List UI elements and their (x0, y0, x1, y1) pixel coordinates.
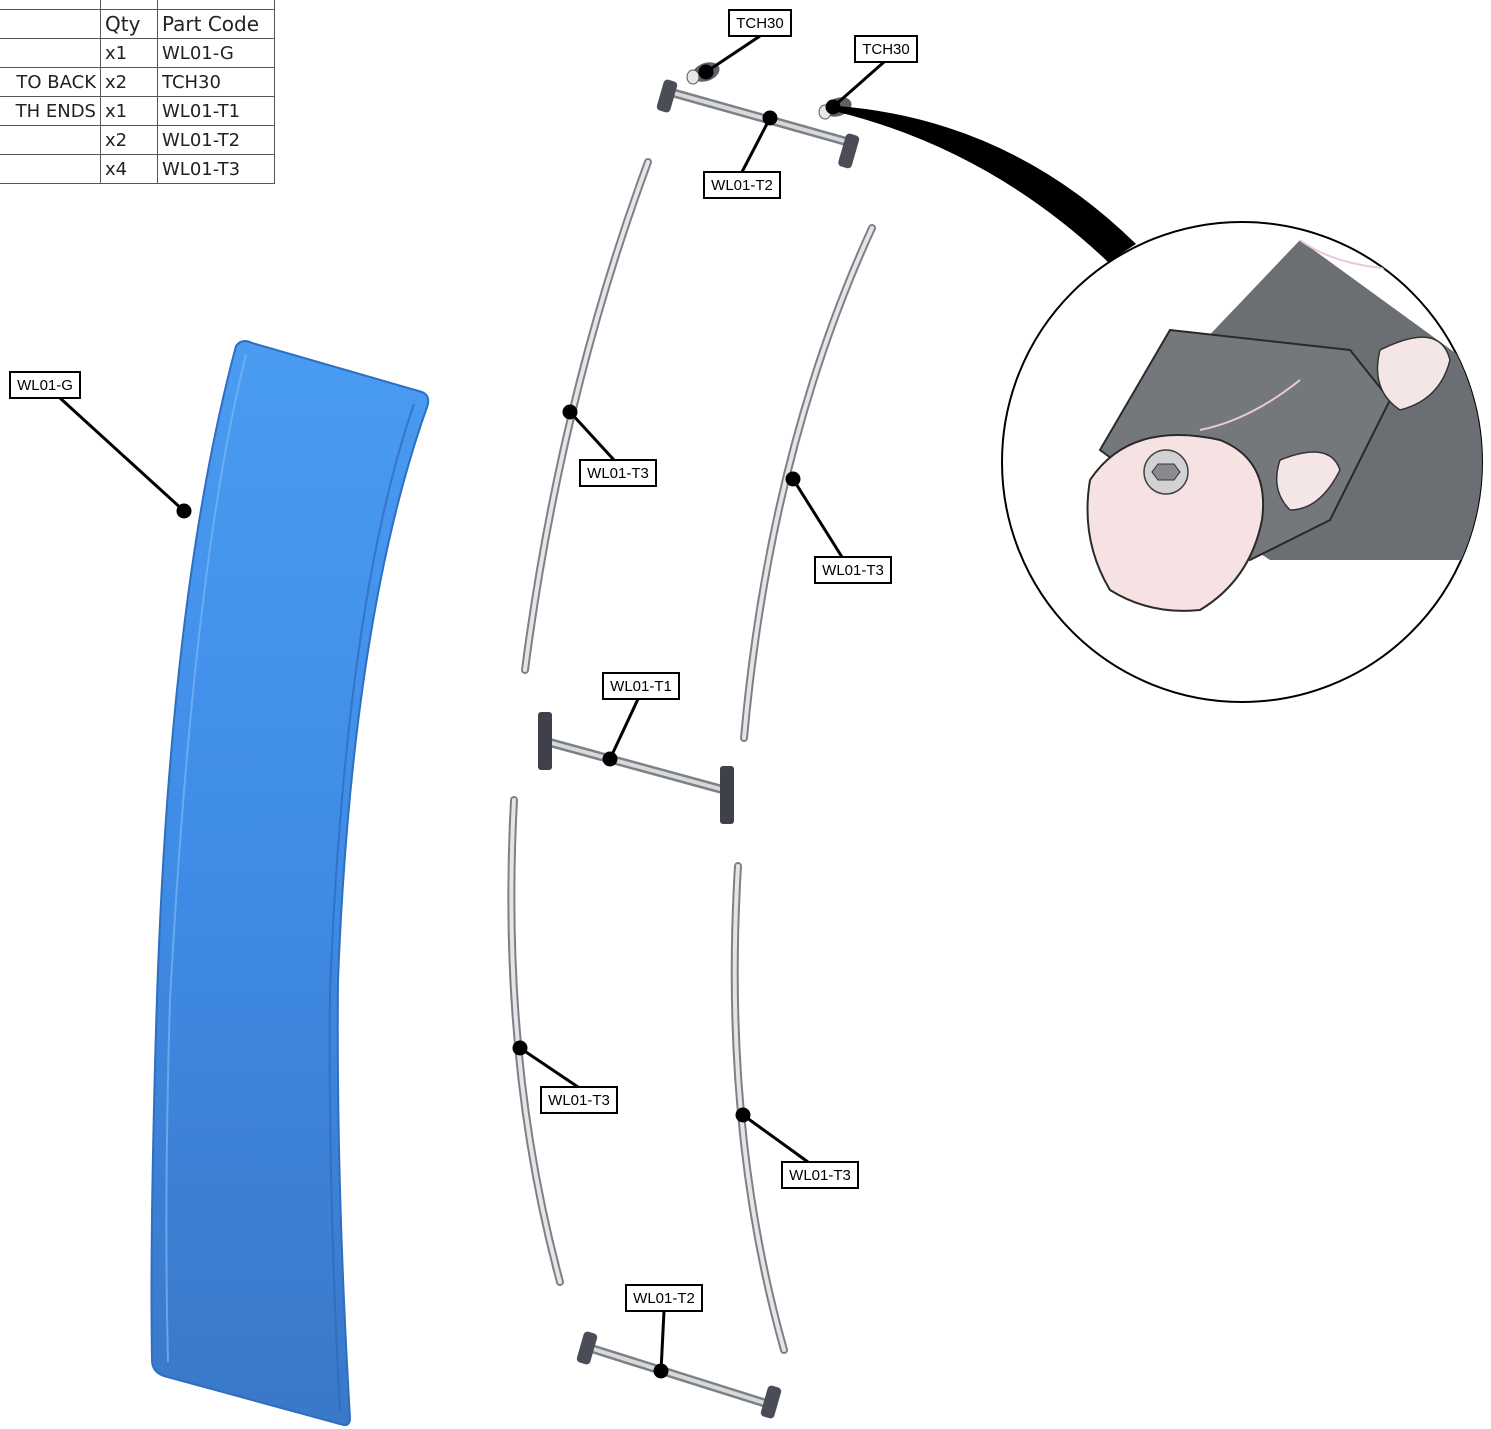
leader-dot (176, 503, 192, 519)
leader-dot (512, 1040, 528, 1056)
detail-cutout (1376, 336, 1451, 411)
leader-dot (825, 99, 841, 115)
leader-dot (762, 110, 778, 126)
callout-wl01-t3-lower-right: WL01-T3 (789, 1167, 851, 1184)
leader-lines (58, 34, 885, 1379)
callout-tch30-left: TCH30 (736, 15, 784, 32)
row-description: TO BACK (0, 67, 101, 97)
table-row: x2 WL01-T2 (0, 125, 275, 155)
row-part-code: WL01-T3 (157, 154, 275, 184)
detail-edge-line (1199, 379, 1301, 431)
row-qty: x2 (100, 125, 158, 155)
table-row: x1 WL01-G (0, 38, 275, 68)
tube-t3-upper-left (521, 158, 652, 674)
table-row: TO BACK x2 TCH30 (0, 67, 275, 97)
graphic-panel-seam (328, 403, 415, 1413)
row-description: TH ENDS (0, 96, 101, 126)
callout-wl01-t2-top: WL01-T2 (711, 177, 773, 194)
leader-dot (653, 1363, 669, 1379)
callout-labels: WL01-G TCH30 TCH30 WL01-T2 WL01-T3 WL01-… (9, 9, 918, 1312)
header-description (0, 9, 101, 39)
callout-wl01-t1: WL01-T1 (610, 678, 672, 695)
crossbar-t2-top (656, 79, 860, 169)
leader-dot (698, 64, 714, 80)
row-description (0, 38, 101, 68)
graphic-panel (150, 340, 430, 1427)
tube-t3-upper-right-highlight (742, 226, 874, 740)
tube-t3-upper-left-highlight (523, 160, 650, 672)
row-part-code: WL01-T2 (157, 125, 275, 155)
table-header-row: Qty Part Code (0, 9, 275, 39)
graphic-panel-seam (165, 354, 247, 1363)
detail-cutout (1275, 451, 1341, 511)
callout-wl01-t3-upper-right: WL01-T3 (822, 562, 884, 579)
tube-t3-upper-right (740, 224, 876, 742)
leader-dot (602, 751, 618, 767)
leader-dot (735, 1107, 751, 1123)
table-row: x4 WL01-T3 (0, 154, 275, 184)
connector-end (538, 712, 552, 770)
connector-end (760, 1385, 782, 1419)
row-qty: x1 (100, 38, 158, 68)
leader-dot (562, 404, 578, 420)
detail-end-cap (1086, 434, 1264, 612)
connector-end (838, 133, 860, 169)
row-part-code: TCH30 (157, 67, 275, 97)
graphic-panel-shape (150, 340, 430, 1427)
callout-tch30-right: TCH30 (862, 41, 910, 58)
detail-zoom-wedge (838, 106, 1136, 262)
row-description (0, 154, 101, 184)
crossbar-t2-bottom (576, 1331, 782, 1419)
header-qty: Qty (100, 9, 158, 39)
parts-table: Qty Part Code x1 WL01-G TO BACK x2 TCH30… (0, 0, 275, 184)
connector-end (720, 766, 734, 824)
hex-socket-icon (1151, 463, 1181, 481)
callout-wl01-g: WL01-G (17, 377, 73, 394)
crossbar-t1 (538, 712, 734, 824)
row-description (0, 125, 101, 155)
callout-wl01-t3-upper-left: WL01-T3 (587, 465, 649, 482)
leader-dot (785, 471, 801, 487)
callout-wl01-t3-lower-left: WL01-T3 (548, 1092, 610, 1109)
detail-view-circle (1001, 221, 1483, 703)
row-qty: x4 (100, 154, 158, 184)
connector-end (576, 1331, 598, 1365)
row-part-code: WL01-G (157, 38, 275, 68)
callout-wl01-t2-bottom: WL01-T2 (633, 1290, 695, 1307)
connector-end (656, 79, 678, 113)
